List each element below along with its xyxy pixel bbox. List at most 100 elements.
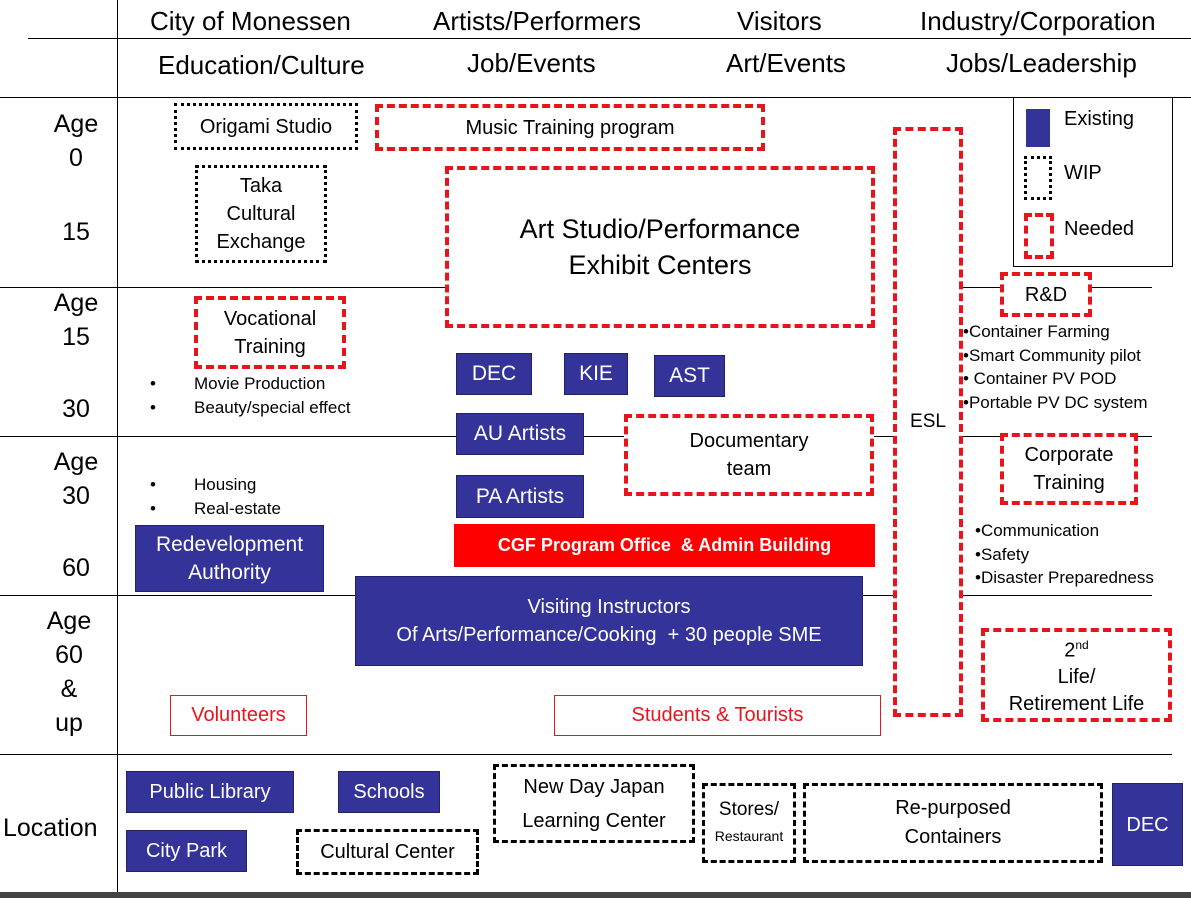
age-band-4: Age 60 & up bbox=[34, 604, 104, 740]
ast-label: AST bbox=[669, 364, 710, 387]
age-start: 15 bbox=[62, 323, 90, 351]
header-art-events: Art/Events bbox=[726, 48, 846, 78]
public-library-label: Public Library bbox=[149, 781, 271, 803]
bullet-text: Beauty/special effect bbox=[194, 398, 351, 417]
corporate-bullet: •Safety bbox=[975, 544, 1030, 564]
stores-line-2: Restaurant bbox=[714, 828, 784, 844]
band-divider-4 bbox=[0, 754, 1172, 755]
age-band-1: Age 0 15 bbox=[41, 107, 111, 249]
second-life-line-3: Retirement Life bbox=[1008, 693, 1145, 716]
age-end: 60 bbox=[62, 554, 90, 582]
visiting-line-1: Visiting Instructors bbox=[527, 596, 691, 618]
band-divider-1 bbox=[0, 287, 446, 288]
stores-line-1: Stores/ bbox=[718, 799, 780, 820]
legend-needed-label: Needed bbox=[1064, 218, 1135, 240]
documentary-line-1: Documentary bbox=[689, 430, 809, 452]
kie-label: KIE bbox=[579, 362, 613, 385]
new-day-line-1: New Day Japan bbox=[523, 775, 665, 798]
age-up: up bbox=[55, 709, 83, 737]
containers-line-1: Re-purposed bbox=[895, 797, 1011, 819]
rnd-bullet: •Smart Community pilot bbox=[963, 345, 1141, 365]
header-artists: Artists/Performers bbox=[433, 6, 642, 36]
bottom-bar bbox=[0, 892, 1191, 898]
age-start: 0 bbox=[69, 144, 83, 172]
rnd-bullet: •Container Farming bbox=[963, 322, 1110, 341]
visiting-line-2: Of Arts/Performance/Cooking + 30 people … bbox=[396, 624, 822, 646]
corporate-line-2: Training bbox=[1033, 472, 1105, 494]
rnd-bullet: •Portable PV DC system bbox=[963, 392, 1148, 412]
art-studio-line-2: Exhibit Centers bbox=[568, 250, 752, 280]
band-divider-3c bbox=[962, 595, 1152, 596]
cgf-label: CGF Program Office & Admin Building bbox=[497, 535, 832, 555]
cgf-program-office-box: CGF Program Office & Admin Building bbox=[454, 524, 875, 567]
cultural-center-box: Cultural Center bbox=[296, 829, 479, 875]
art-studio-line-1: Art Studio/Performance bbox=[519, 214, 801, 244]
corporate-line-1: Corporate bbox=[1024, 444, 1114, 466]
age-start: 60 bbox=[55, 641, 83, 669]
documentary-team-box: Documentary team bbox=[624, 414, 874, 496]
pa-artists-label: PA Artists bbox=[475, 484, 565, 508]
vocational-line-1: Vocational bbox=[223, 307, 317, 330]
location-dec-box: DEC bbox=[1112, 783, 1183, 866]
dec-box: DEC bbox=[456, 353, 532, 395]
location-label: Location bbox=[3, 814, 98, 842]
taka-cultural-box: Taka Cultural Exchange bbox=[195, 165, 327, 263]
location-dec-label: DEC bbox=[1126, 813, 1169, 836]
au-artists-label: AU Artists bbox=[473, 422, 567, 445]
taka-line-1: Taka bbox=[239, 175, 283, 197]
header-industry: Industry/Corporation bbox=[920, 6, 1156, 36]
age-label: Age bbox=[53, 289, 99, 317]
kie-box: KIE bbox=[564, 353, 628, 395]
age-band-2: Age 15 30 bbox=[41, 286, 111, 426]
esl-label: ESL bbox=[910, 411, 946, 432]
cultural-center-label: Cultural Center bbox=[320, 840, 455, 863]
volunteers-box: Volunteers bbox=[170, 695, 307, 736]
origami-studio-label: Origami Studio bbox=[199, 115, 333, 138]
esl-box: ESL bbox=[893, 127, 963, 717]
documentary-line-2: team bbox=[726, 458, 772, 480]
rnd-label: R&D bbox=[1024, 283, 1068, 306]
header-jobs-leadership: Jobs/Leadership bbox=[946, 48, 1137, 78]
bullet-item: •Movie Production bbox=[150, 374, 326, 393]
redevelopment-line-1: Redevelopment bbox=[155, 532, 304, 556]
taka-line-3: Exchange bbox=[216, 231, 306, 253]
public-library-box: Public Library bbox=[126, 771, 294, 813]
volunteers-label: Volunteers bbox=[191, 704, 286, 726]
city-park-label: City Park bbox=[145, 840, 228, 862]
header-education: Education/Culture bbox=[158, 50, 365, 80]
vocational-training-box: Vocational Training bbox=[194, 296, 346, 369]
bullet-text: Real-estate bbox=[194, 499, 281, 518]
city-park-box: City Park bbox=[126, 830, 247, 872]
second-life-line-1: 2nd bbox=[1064, 632, 1088, 665]
schools-box: Schools bbox=[338, 771, 440, 813]
band-divider-3 bbox=[0, 595, 356, 596]
legend: Existing WIP Needed bbox=[1013, 97, 1173, 267]
band-divider-3b bbox=[862, 595, 894, 596]
students-tourists-label: Students & Tourists bbox=[631, 704, 804, 726]
corporate-training-box: Corporate Training bbox=[1000, 433, 1138, 505]
schools-label: Schools bbox=[353, 781, 425, 803]
rnd-bullets: •Container Farming •Smart Community pilo… bbox=[963, 320, 1148, 414]
vertical-divider bbox=[117, 0, 118, 893]
vocational-line-2: Training bbox=[234, 335, 306, 358]
music-training-box: Music Training program bbox=[375, 104, 765, 151]
new-day-japan-box: New Day Japan Learning Center bbox=[493, 764, 695, 843]
second-life-suffix: nd bbox=[1075, 637, 1089, 652]
header-visitors: Visitors bbox=[737, 6, 822, 36]
stores-restaurant-box: Stores/ Restaurant bbox=[702, 783, 796, 863]
bullet-text: Housing bbox=[194, 475, 257, 494]
art-studio-box: Art Studio/Performance Exhibit Centers bbox=[445, 166, 875, 328]
bullet-item: •Real-estate bbox=[150, 499, 281, 518]
age-band-3: Age 30 60 bbox=[41, 445, 111, 585]
corporate-bullets: •Communication •Safety •Disaster Prepare… bbox=[975, 519, 1154, 590]
age-label: Age bbox=[53, 448, 99, 476]
redevelopment-line-2: Authority bbox=[188, 560, 271, 584]
legend-needed-swatch bbox=[1024, 213, 1054, 259]
legend-existing-label: Existing bbox=[1064, 108, 1135, 130]
second-life-box: 2nd Life/ Retirement Life bbox=[981, 628, 1172, 722]
band-divider-2 bbox=[0, 436, 625, 437]
vocational-bullets: •Movie Production •Beauty/special effect bbox=[150, 372, 351, 420]
music-training-label: Music Training program bbox=[465, 116, 675, 139]
age-end: 30 bbox=[62, 395, 90, 423]
header-city: City of Monessen bbox=[150, 6, 351, 36]
